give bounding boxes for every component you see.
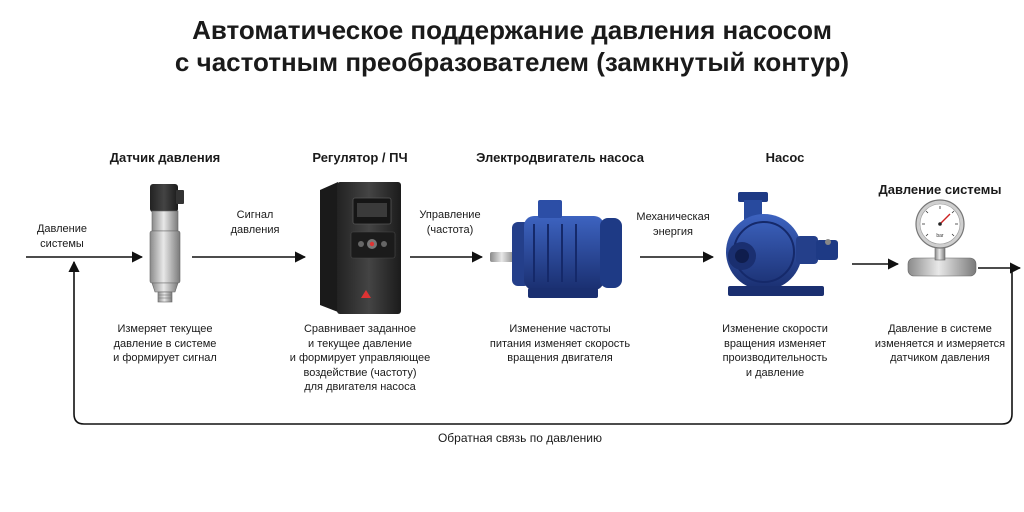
page-title-line2: с частотным преобразователем (замкнутый …	[174, 47, 850, 77]
desc-system-pressure: Давление в системе изменяется и измеряет…	[874, 323, 1006, 364]
stage-title-regulator: Регулятор / ПЧ	[312, 150, 408, 165]
connector-label-control: Управление (частота)	[419, 209, 481, 236]
desc-motor: Изменение частоты питания изменяет скоро…	[489, 323, 631, 364]
stage-title-sensor: Датчик давления	[109, 150, 221, 165]
input-label: Давление системы	[36, 223, 88, 250]
stage-title-system-pressure: Давление системы	[878, 182, 1002, 197]
electric-motor-icon	[490, 200, 622, 298]
page-title-line1: Автоматическое поддержание давления насо…	[192, 15, 832, 45]
gauge-unit-label: bar	[936, 233, 944, 239]
desc-sensor: Измеряет текущее давление в системе и фо…	[113, 323, 217, 364]
desc-pump: Изменение скорости вращения изменяет про…	[722, 323, 828, 379]
stage-title-motor: Электродвигатель насоса	[476, 150, 644, 165]
connector-label-signal: Сигнал давления	[230, 209, 280, 236]
feedback-loop-line	[68, 260, 1013, 425]
feedback-label: Обратная связь по давлению	[437, 431, 603, 445]
pressure-gauge-icon: bar	[907, 199, 977, 277]
centrifugal-pump-icon	[726, 192, 838, 296]
pressure-sensor-icon	[149, 184, 184, 303]
stage-title-pump: Насос	[765, 150, 805, 165]
desc-regulator: Сравнивает заданное и текущее давление и…	[289, 323, 431, 393]
connector-label-mechanical: Механическая энергия	[636, 211, 710, 238]
frequency-converter-icon	[320, 182, 401, 314]
